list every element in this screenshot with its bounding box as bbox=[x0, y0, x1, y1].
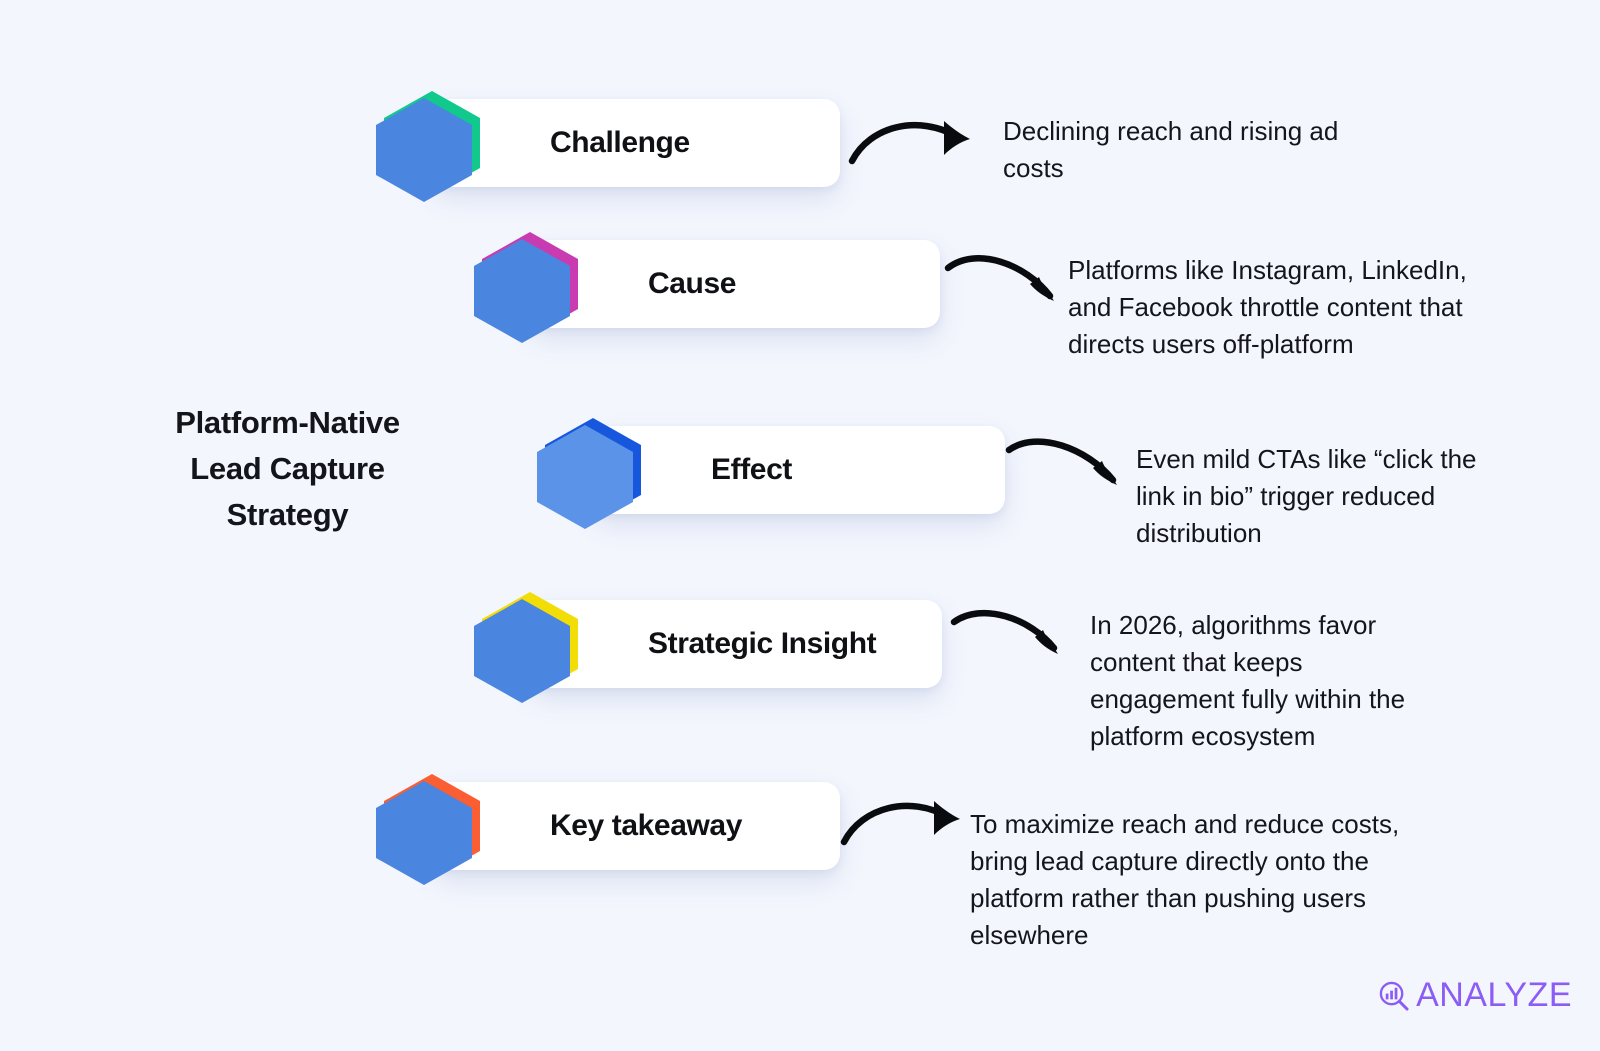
row-strategic-insight: Strategic Insight bbox=[474, 592, 942, 703]
description-challenge: Declining reach and rising ad costs bbox=[1003, 116, 1339, 183]
hex-badge-effect bbox=[537, 418, 645, 529]
card-cause[interactable]: Cause bbox=[474, 232, 940, 343]
row-label: Strategic Insight bbox=[648, 627, 877, 660]
arrow-effect bbox=[1003, 430, 1153, 502]
brand-logo: ANALYZE bbox=[1378, 976, 1572, 1015]
pill-cause[interactable]: Cause bbox=[530, 240, 940, 328]
page-title-line-1: Platform-Native bbox=[175, 405, 400, 440]
hex-badge-challenge bbox=[376, 91, 484, 202]
curved-arrow-icon bbox=[950, 609, 1058, 654]
card-effect[interactable]: Effect bbox=[537, 418, 1005, 529]
brand-logo-text: ANALYZE bbox=[1416, 976, 1572, 1014]
row-label: Challenge bbox=[550, 126, 690, 159]
card-challenge[interactable]: Challenge bbox=[376, 91, 840, 202]
arrow-challenge bbox=[848, 104, 998, 176]
page-title-line-3: Strategy bbox=[226, 496, 349, 532]
row-challenge: Challenge bbox=[376, 91, 840, 202]
card-strategic-insight[interactable]: Strategic Insight bbox=[474, 592, 942, 703]
hex-badge-key-takeaway bbox=[376, 774, 484, 885]
page-title-line-2: Lead Capture bbox=[190, 450, 385, 486]
arrow-strategic-insight bbox=[948, 600, 1098, 672]
curved-arrow-icon bbox=[848, 121, 970, 165]
arrow-cause bbox=[942, 244, 1092, 316]
row-effect: Effect bbox=[537, 418, 1005, 529]
curved-arrow-icon bbox=[944, 255, 1054, 301]
pill-effect[interactable]: Effect bbox=[593, 426, 1005, 514]
row-label: Cause bbox=[648, 267, 737, 300]
hex-badge-strategic-insight bbox=[474, 592, 582, 703]
pill-strategic-insight[interactable]: Strategic Insight bbox=[530, 600, 942, 688]
description-effect: Even mild CTAs like “click the link in b… bbox=[1136, 444, 1477, 548]
hex-badge-cause bbox=[474, 232, 582, 343]
row-key-takeaway: Key takeaway bbox=[376, 774, 840, 885]
page-title: Platform-Native Lead Capture Strategy bbox=[120, 400, 455, 538]
row-cause: Cause bbox=[474, 232, 940, 343]
description-key-takeaway: To maximize reach and reduce costs, brin… bbox=[970, 809, 1400, 950]
description-cause: Platforms like Instagram, LinkedIn, and … bbox=[1068, 255, 1467, 359]
row-label: Effect bbox=[711, 453, 792, 486]
card-key-takeaway[interactable]: Key takeaway bbox=[376, 774, 840, 885]
curved-arrow-icon bbox=[840, 801, 960, 846]
pill-key-takeaway[interactable]: Key takeaway bbox=[432, 782, 840, 870]
row-label: Key takeaway bbox=[550, 809, 743, 842]
arrow-key-takeaway bbox=[840, 785, 990, 857]
curved-arrow-icon bbox=[1005, 438, 1117, 485]
description-strategic-insight: In 2026, algorithms favor content that k… bbox=[1090, 610, 1406, 751]
magnifier-bar-chart-icon bbox=[1379, 981, 1409, 1011]
pill-challenge[interactable]: Challenge bbox=[432, 99, 840, 187]
